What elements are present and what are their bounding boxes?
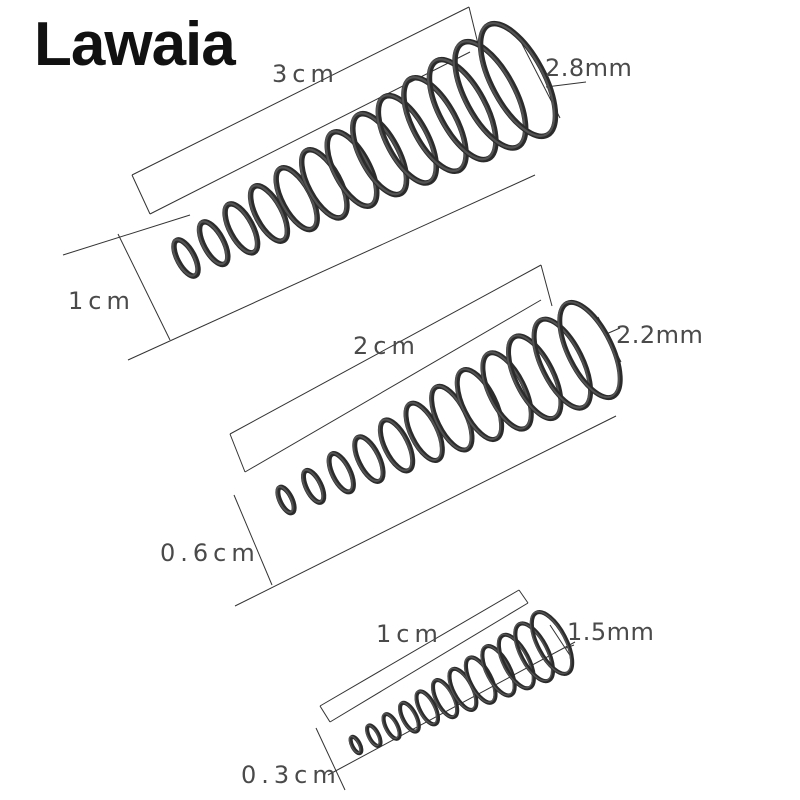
spring-medium-coil xyxy=(275,299,623,516)
spring-small xyxy=(315,589,576,791)
spring-coil-highlight xyxy=(326,452,354,493)
spring-coil-highlight xyxy=(378,418,413,472)
spring-coil-highlight xyxy=(222,202,258,254)
spring-coil-turn xyxy=(480,644,517,698)
spring-coil-highlight xyxy=(324,130,377,207)
spring-coil-highlight xyxy=(506,334,561,420)
spring-coil-highlight xyxy=(365,724,380,747)
spring-medium-tip-label: 2.2mm xyxy=(616,321,704,349)
spring-coil-highlight xyxy=(375,94,437,184)
spring-small-tip-label: 1.5mm xyxy=(567,618,655,646)
spring-large-diameter-label: 1cm xyxy=(68,287,135,315)
spring-coil-turn xyxy=(529,610,575,676)
spring-coil-highlight xyxy=(480,351,531,430)
spring-large xyxy=(62,6,587,361)
spring-coil-highlight xyxy=(414,690,438,725)
spring-coil-turn xyxy=(496,632,536,691)
spring-coil-highlight xyxy=(529,610,572,675)
spring-coil-highlight xyxy=(426,58,496,161)
spring-coil-highlight xyxy=(398,701,419,732)
spring-coil-highlight xyxy=(248,184,288,242)
brand-logo: Lawaia xyxy=(34,10,236,79)
spring-coil-highlight xyxy=(513,622,553,682)
spring-coil-turn xyxy=(414,689,441,727)
spring-coil-turn xyxy=(381,712,402,741)
spring-large-length-label: 3cm xyxy=(272,60,339,88)
spring-coil-highlight xyxy=(478,22,556,138)
spring-small-dimension-lines xyxy=(315,589,576,791)
spring-coil-highlight xyxy=(197,220,228,266)
spring-large-coil xyxy=(171,20,559,279)
spring-small-length-label: 1cm xyxy=(376,620,443,648)
spring-coil-turn xyxy=(398,700,421,734)
spring-coil-highlight xyxy=(301,468,324,503)
spring-coil-highlight xyxy=(531,317,591,409)
spring-coil-highlight xyxy=(557,300,620,399)
spring-coil-highlight xyxy=(496,633,534,689)
spring-coil-highlight xyxy=(452,40,526,149)
spring-coil-highlight xyxy=(275,485,294,514)
spring-coil-highlight xyxy=(430,679,457,718)
spring-coil-highlight xyxy=(381,713,400,740)
spring-small-coil xyxy=(348,610,575,756)
spring-large-tip-label: 2.8mm xyxy=(545,54,633,82)
spring-coil-highlight xyxy=(403,401,442,461)
spring-small-diameter-label: 0.3cm xyxy=(241,761,341,789)
spring-coil-highlight xyxy=(348,735,361,754)
spring-medium xyxy=(229,264,623,607)
spring-coil-highlight xyxy=(401,76,466,172)
spring-coil-turn xyxy=(513,621,556,684)
spring-coil-highlight xyxy=(171,238,198,277)
spring-medium-diameter-label: 0.6cm xyxy=(160,539,260,567)
spring-coil-highlight xyxy=(352,435,383,482)
spring-coil-highlight xyxy=(350,112,407,196)
spring-coil-highlight xyxy=(480,644,515,696)
spring-medium-length-label: 2cm xyxy=(353,332,420,360)
